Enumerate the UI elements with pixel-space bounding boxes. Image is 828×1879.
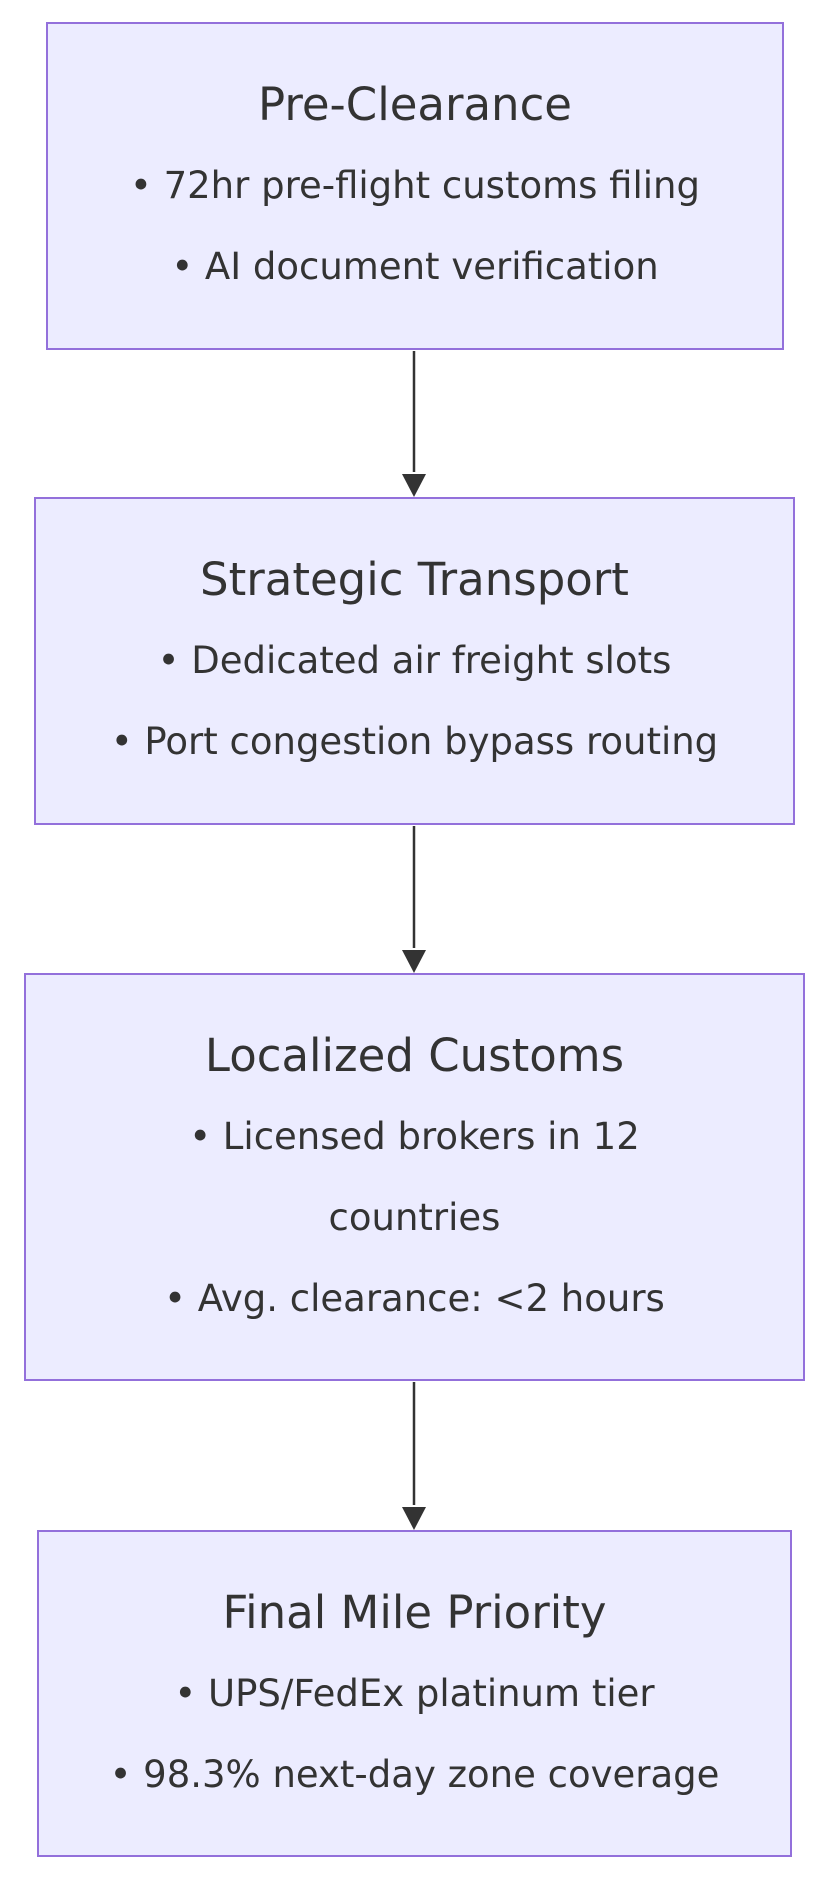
- arrowhead-icon: [402, 474, 426, 497]
- node-detail-line: • 72hr pre-flight customs filing: [130, 164, 700, 207]
- node-detail-line: • Dedicated air freight slots: [157, 639, 672, 682]
- node-detail-line: • AI document verification: [171, 245, 659, 288]
- node-pre-clearance: Pre-Clearance • 72hr pre-flight customs …: [46, 22, 784, 350]
- node-detail-line: countries: [328, 1195, 501, 1239]
- node-title: Localized Customs: [204, 1028, 625, 1082]
- edge-localized-customs-to-final-mile-priority: [402, 1382, 426, 1530]
- node-detail-line: • Avg. clearance: <2 hours: [164, 1276, 665, 1320]
- arrowhead-icon: [402, 950, 426, 973]
- arrowhead-icon: [402, 1507, 426, 1530]
- node-final-mile-priority: Final Mile Priority • UPS/FedEx platinum…: [37, 1530, 792, 1857]
- node-title: Final Mile Priority: [222, 1585, 607, 1639]
- node-title: Strategic Transport: [200, 553, 629, 606]
- edge-pre-clearance-to-strategic-transport: [402, 351, 426, 497]
- node-detail-line: • Licensed brokers in 12: [189, 1114, 640, 1158]
- node-strategic-transport: Strategic Transport • Dedicated air frei…: [34, 497, 795, 825]
- edge-strategic-transport-to-localized-customs: [402, 826, 426, 973]
- node-detail-line: • UPS/FedEx platinum tier: [174, 1671, 655, 1715]
- node-detail-line: • 98.3% next-day zone coverage: [109, 1752, 720, 1796]
- node-detail-line: • Port congestion bypass routing: [110, 720, 719, 763]
- node-localized-customs: Localized Customs • Licensed brokers in …: [24, 973, 805, 1381]
- node-title: Pre-Clearance: [258, 78, 572, 131]
